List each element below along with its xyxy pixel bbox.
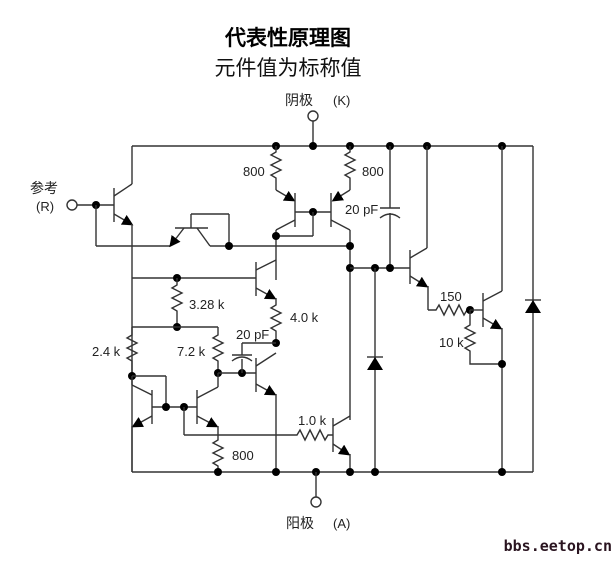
resistor-800-left-label: 800	[243, 164, 265, 179]
resistor-800-right-label: 800	[362, 164, 384, 179]
reference-label-cn: 参考	[30, 180, 58, 197]
diode-center	[367, 268, 383, 472]
resistor-1k-label: 1.0 k	[298, 413, 327, 428]
resistor-10k-label: 10 k	[439, 335, 464, 350]
reference-label-en: (R)	[36, 199, 54, 214]
anode-label-en: (A)	[333, 516, 350, 531]
resistor-150-label: 150	[440, 289, 462, 304]
anode-terminal: 阳极 (A)	[286, 472, 350, 532]
transistor-q1	[113, 146, 134, 472]
resistors-bias: 2.4 k 7.2 k	[92, 327, 225, 380]
capacitor-mid: 20 pF	[218, 327, 277, 472]
capacitor-top: 20 pF	[345, 146, 401, 268]
diode-right	[525, 299, 541, 313]
resistor-2-4k-label: 2.4 k	[92, 344, 121, 359]
current-mirror-top: 800 800	[243, 146, 384, 420]
anode-label-cn: 阳极	[286, 516, 314, 532]
bottom-rail	[132, 468, 533, 476]
transistor-q-lateral	[96, 213, 350, 250]
watermark: bbs.eetop.cn	[503, 537, 612, 555]
cathode-label-cn: 阴极	[285, 93, 313, 109]
transistor-q-mid: 4.0 k 3.28 k	[132, 259, 319, 347]
resistor-7-2k-label: 7.2 k	[177, 344, 206, 359]
resistor-800-bottom-label: 800	[232, 448, 254, 463]
diagram-title: 代表性原理图	[225, 26, 351, 50]
resistor-4k-label: 4.0 k	[290, 310, 319, 325]
transistor-q-out-low: 1.0 k	[295, 413, 351, 472]
capacitor-top-label: 20 pF	[345, 202, 378, 217]
cathode-terminal: 阴极 (K)	[285, 93, 350, 146]
diagram-subtitle: 元件值为标称值	[214, 56, 362, 80]
resistor-3-28k-label: 3.28 k	[189, 297, 225, 312]
reference-terminal: 参考 (R)	[30, 180, 114, 246]
capacitor-mid-label: 20 pF	[236, 327, 269, 342]
current-mirror-bottom: 800	[131, 373, 295, 472]
cathode-label-en: (K)	[333, 93, 350, 108]
output-darlington: 150 10 k	[409, 146, 506, 472]
